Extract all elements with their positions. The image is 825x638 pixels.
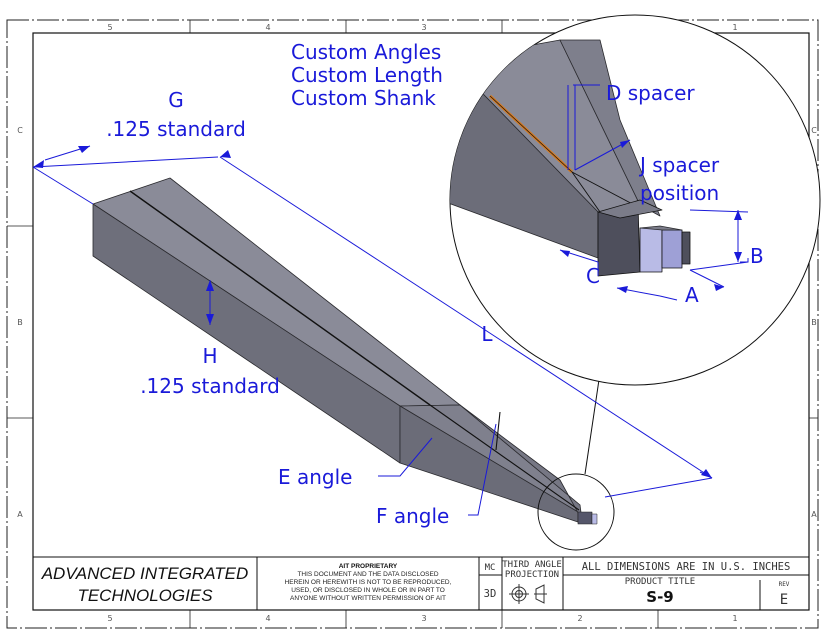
product-title-label: PRODUCT TITLE — [625, 577, 695, 587]
custom-note-line: Custom Angles — [291, 40, 441, 64]
f-angle-label: F angle — [376, 504, 449, 528]
dimension-arrowheads — [33, 140, 742, 478]
dimension-h-label: H — [202, 344, 217, 368]
projection-label: THIRD ANGLE — [502, 560, 562, 570]
zone-row-label: A — [811, 510, 817, 519]
zone-col-label: 1 — [732, 614, 737, 623]
zone-col-label: 4 — [265, 614, 270, 623]
proprietary-text: THIS DOCUMENT AND THE DATA DISCLOSED — [297, 571, 438, 578]
zone-row-label: A — [17, 510, 23, 519]
zone-col-label: 5 — [107, 23, 112, 32]
rev-label: REV — [779, 581, 790, 588]
e-angle-label: E angle — [278, 465, 352, 489]
dimension-g-label: G — [168, 88, 184, 112]
zone-col-label: 4 — [265, 23, 270, 32]
proprietary-title: AIT PROPRIETARY — [339, 563, 398, 570]
proprietary-text: HEREIN OR HEREWITH IS NOT TO BE REPRODUC… — [285, 579, 452, 586]
zone-row-label: B — [17, 318, 23, 327]
part-isometric-view — [92, 177, 598, 525]
view-label: 3D — [484, 588, 497, 600]
zone-col-label: 3 — [421, 23, 426, 32]
zone-col-label: 3 — [421, 614, 426, 623]
j-spacer-label: position — [640, 181, 719, 205]
sheet-outer-border — [6, 19, 819, 629]
zone-row-label: C — [811, 126, 817, 135]
proprietary-text: USED, OR DISCLOSED IN WHOLE OR IN PART T… — [291, 587, 445, 594]
j-spacer-label: J spacer — [638, 153, 720, 177]
projection-label: PROJECTION — [505, 570, 559, 580]
title-block — [32, 556, 810, 611]
custom-note-line: Custom Shank — [291, 86, 436, 110]
company-name: TECHNOLOGIES — [77, 586, 213, 605]
zone-col-label: 2 — [577, 614, 582, 623]
d-spacer-label: D spacer — [606, 81, 695, 105]
dimension-a-label: A — [685, 283, 699, 307]
mc-label: MC — [485, 563, 496, 573]
dimension-c-label: C — [586, 264, 600, 288]
product-title: S-9 — [646, 588, 673, 606]
dimension-l-label: L — [481, 322, 493, 346]
dimension-b-label: B — [750, 244, 764, 268]
zone-row-label: C — [17, 126, 23, 135]
rev-value: E — [780, 592, 788, 608]
detail-circle-small — [537, 473, 615, 551]
zone-col-label: 1 — [732, 23, 737, 32]
dimension-h-value: .125 standard — [140, 374, 280, 398]
zone-col-label: 5 — [107, 614, 112, 623]
custom-note-line: Custom Length — [291, 63, 443, 87]
company-name: ADVANCED INTEGRATED — [41, 564, 249, 583]
projection-symbol-icon — [509, 584, 547, 604]
zone-row-label: B — [811, 318, 817, 327]
proprietary-text: ANYONE WITHOUT WRITTEN PERMISSION OF AIT — [290, 595, 446, 602]
dimension-g-value: .125 standard — [106, 117, 246, 141]
detail-leader — [584, 372, 601, 475]
dimensions-note: ALL DIMENSIONS ARE IN U.S. INCHES — [582, 561, 791, 573]
detail-view — [449, 14, 821, 386]
